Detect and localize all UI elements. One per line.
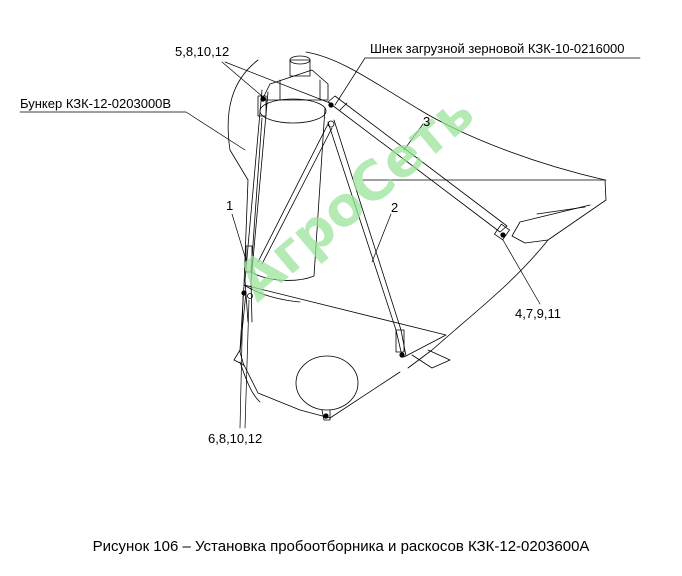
bottom-drum bbox=[295, 355, 359, 421]
callout-part-2: 2 bbox=[391, 200, 399, 215]
loading-auger-3 bbox=[327, 95, 510, 241]
callout-part-1: 1 bbox=[226, 198, 234, 213]
strut-1 bbox=[244, 89, 269, 323]
figure-caption: Рисунок 106 – Установка пробоотборника и… bbox=[92, 538, 590, 555]
strut-2 bbox=[327, 119, 407, 357]
callout-part-3: 3 bbox=[423, 114, 431, 129]
callout-right: 4,7,9,11 bbox=[515, 306, 562, 321]
diagonal-brace bbox=[239, 123, 333, 367]
callout-top: 5,8,10,12 bbox=[175, 44, 230, 59]
leader-lines bbox=[19, 57, 641, 429]
callout-auger: Шнек загрузной зерновой КЗК-10-0216000 bbox=[370, 41, 625, 56]
callout-bunker: Бункер КЗК-12-0203000В bbox=[20, 96, 172, 111]
fasteners bbox=[241, 96, 506, 419]
callout-bottom: 6,8,10,12 bbox=[208, 431, 263, 446]
